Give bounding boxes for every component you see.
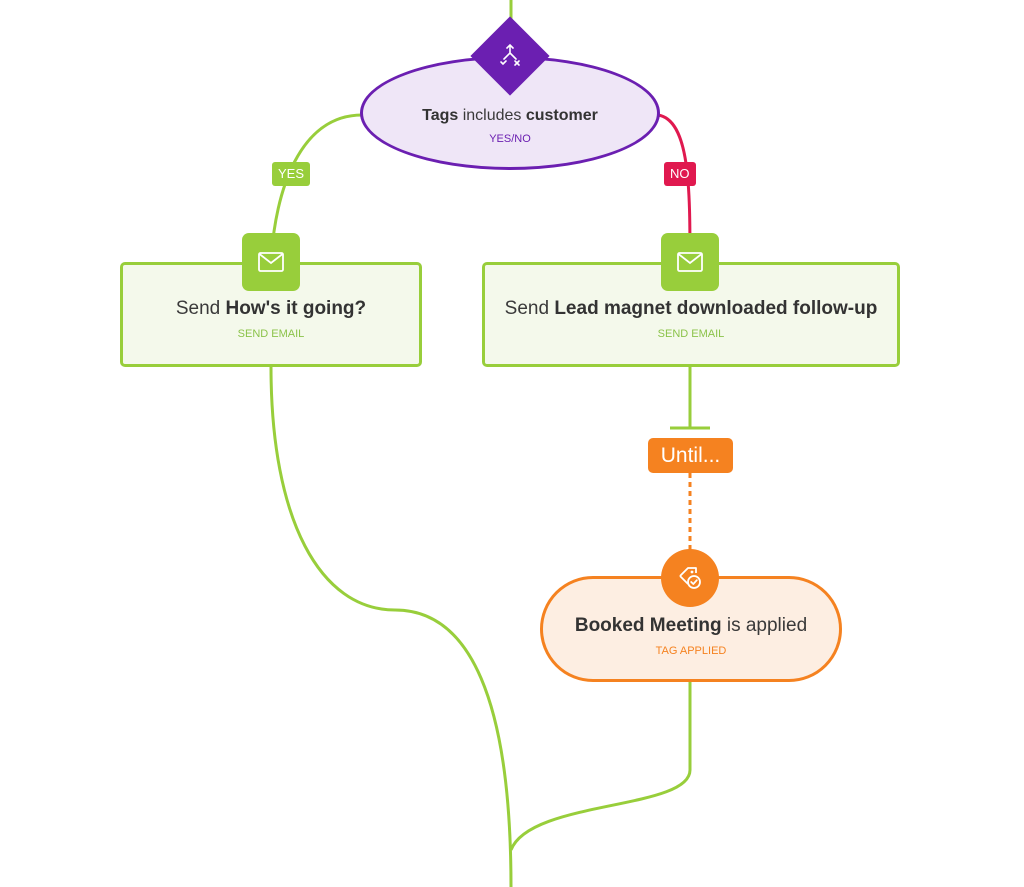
decision-field: Tags [422, 107, 459, 124]
tag-to-merge-connector [509, 682, 692, 851]
email-left-type-label: SEND EMAIL [237, 328, 305, 340]
decision-title: Tags includes customer [363, 106, 657, 126]
tag-name: Booked Meeting [574, 615, 722, 636]
envelope-icon [258, 252, 284, 272]
tag-suffix: is applied [721, 615, 808, 636]
envelope-icon [677, 252, 703, 272]
tag-badge[interactable] [661, 549, 719, 607]
decision-type-label: YES/NO [489, 133, 531, 145]
email-left-name: How's it going? [225, 298, 367, 319]
tag-node-title: Booked Meeting is applied [543, 614, 839, 638]
tag-type-label: TAG APPLIED [655, 645, 727, 657]
yes-branch-label: YES [272, 162, 311, 186]
email-right-badge[interactable] [661, 233, 719, 291]
email-right-type-label: SEND EMAIL [657, 328, 725, 340]
email-right-prefix: Send [504, 298, 555, 319]
email-left-badge[interactable] [242, 233, 300, 291]
wait-until-button[interactable]: Until... [648, 438, 733, 473]
tag-check-icon [679, 567, 701, 589]
left-to-merge-connector [269, 366, 513, 887]
email-right-title: Send Lead magnet downloaded follow-up [485, 297, 897, 321]
email-right-name: Lead magnet downloaded follow-up [554, 298, 878, 319]
decision-value: customer [525, 107, 598, 124]
email-left-prefix: Send [175, 298, 226, 319]
split-branch-icon [500, 43, 520, 66]
email-left-title: Send How's it going? [123, 297, 419, 321]
decision-operator: includes [458, 107, 526, 124]
tag-applied-node[interactable]: Booked Meeting is applied TAG APPLIED [540, 576, 842, 682]
no-branch-label: NO [664, 162, 696, 186]
